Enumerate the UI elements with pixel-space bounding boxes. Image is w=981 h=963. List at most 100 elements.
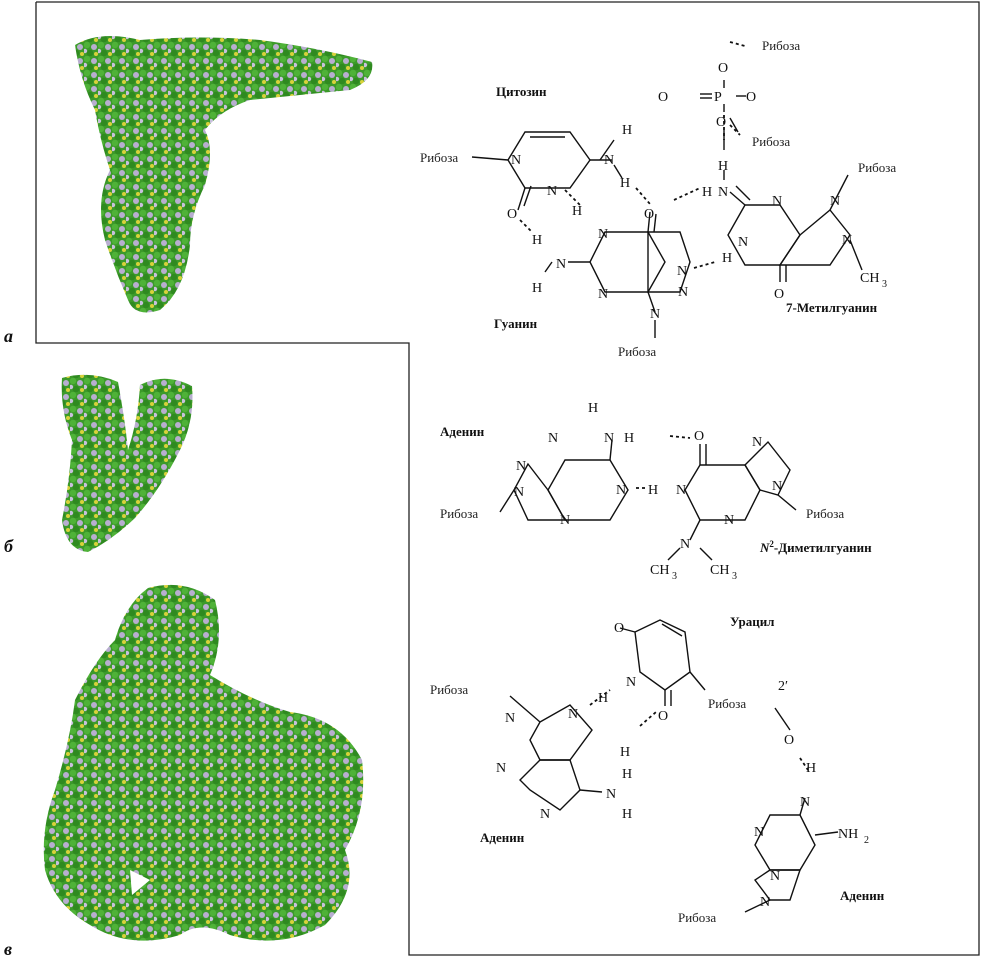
atom-subscript: 2 bbox=[864, 835, 869, 846]
atom: N bbox=[800, 795, 810, 810]
atom: H bbox=[588, 401, 598, 416]
atom: N bbox=[568, 707, 578, 722]
ribose-label: Рибоза bbox=[708, 696, 746, 711]
base-name-adenine: Аденин bbox=[440, 424, 485, 439]
atom: H bbox=[622, 123, 632, 138]
ribose-label: Рибоза bbox=[420, 150, 458, 165]
atom: N bbox=[830, 194, 840, 209]
atom: N bbox=[738, 235, 748, 250]
atom: N bbox=[604, 431, 614, 446]
atom: N bbox=[626, 675, 636, 690]
atom: O bbox=[694, 429, 704, 444]
base-name-guanine: Гуанин bbox=[494, 316, 538, 331]
atom: O bbox=[746, 90, 756, 105]
atom: NH bbox=[838, 827, 858, 842]
atom: N bbox=[676, 483, 686, 498]
atom: H bbox=[572, 204, 582, 219]
rna-model-c bbox=[43, 584, 364, 941]
atom: O bbox=[784, 733, 794, 748]
atom: H bbox=[622, 767, 632, 782]
atom: N bbox=[556, 257, 566, 272]
atom: H bbox=[622, 807, 632, 822]
atom: P bbox=[714, 90, 722, 105]
atom: CH bbox=[650, 563, 669, 578]
panel-label-c: в bbox=[4, 939, 12, 959]
atom: N bbox=[760, 895, 770, 910]
atom: N bbox=[770, 869, 780, 884]
trna-model-a bbox=[75, 36, 373, 313]
atom: N bbox=[678, 285, 688, 300]
atom: N bbox=[514, 485, 524, 500]
ribose-label: Рибоза bbox=[858, 160, 896, 175]
atom: CH bbox=[860, 271, 879, 286]
atom: N bbox=[598, 227, 608, 242]
base-name-uracil: Урацил bbox=[730, 614, 774, 629]
panel-label-a: а bbox=[4, 326, 13, 346]
atom: N bbox=[754, 825, 764, 840]
atom: N bbox=[548, 431, 558, 446]
base-pair-adenine-dimethylguanine: H N H N N N N N H N O N N N N CH 3 CH 3 … bbox=[440, 401, 872, 582]
atom: H bbox=[532, 233, 542, 248]
ribose-label: Рибоза bbox=[752, 134, 790, 149]
atom: H bbox=[532, 281, 542, 296]
atom: O bbox=[507, 207, 517, 222]
atom: H bbox=[648, 483, 658, 498]
atom-subscript: 3 bbox=[672, 571, 677, 582]
ribose-label: Рибоза bbox=[430, 682, 468, 697]
base-name-cytosine: Цитозин bbox=[496, 84, 547, 99]
atom: O bbox=[644, 207, 654, 222]
atom: N bbox=[718, 185, 728, 200]
panel-label-b: б bbox=[4, 536, 14, 556]
ribose-label: Рибоза bbox=[806, 506, 844, 521]
base-name-adenine: Аденин bbox=[840, 888, 885, 903]
atom: N bbox=[752, 435, 762, 450]
atom: O bbox=[716, 115, 726, 130]
trna-model-b bbox=[61, 374, 193, 552]
base-name-dimethylguanine: N2-Диметилгуанин bbox=[759, 539, 872, 555]
atom: 2′ bbox=[778, 679, 788, 694]
atom: O bbox=[718, 61, 728, 76]
atom: N bbox=[842, 233, 852, 248]
atom: O bbox=[658, 90, 668, 105]
atom: H bbox=[624, 431, 634, 446]
atom: N bbox=[724, 513, 734, 528]
atom: H bbox=[806, 761, 816, 776]
panel-frames bbox=[35, 1, 980, 956]
atom: N bbox=[496, 761, 506, 776]
atom-subscript: 3 bbox=[732, 571, 737, 582]
base-name-7-methylguanine: 7-Метилгуанин bbox=[786, 300, 878, 315]
atom: H bbox=[722, 251, 732, 266]
atom: N bbox=[680, 537, 690, 552]
atom: N bbox=[616, 483, 626, 498]
atom: H bbox=[620, 745, 630, 760]
atom: N bbox=[516, 459, 526, 474]
atom: O bbox=[774, 287, 784, 302]
atom: N bbox=[650, 307, 660, 322]
atom: N bbox=[511, 153, 521, 168]
atom: N bbox=[772, 194, 782, 209]
atom: N bbox=[598, 287, 608, 302]
atom: O bbox=[614, 621, 624, 636]
atom: H bbox=[598, 691, 608, 706]
atom: N bbox=[677, 264, 687, 279]
atom: H bbox=[620, 176, 630, 191]
atom: H bbox=[718, 159, 728, 174]
base-name-adenine: Аденин bbox=[480, 830, 525, 845]
atom: N bbox=[540, 807, 550, 822]
base-triple-adenine-uracil-adenine: O N H O 2′ O H N N NH 2 N N N N H N H H … bbox=[430, 614, 885, 925]
base-triple-cytosine-guanine-methylguanine: N N N H H O H O N H N H N N N N H H N H … bbox=[420, 38, 896, 359]
ribose-label: Рибоза bbox=[618, 344, 656, 359]
atom: CH bbox=[710, 563, 729, 578]
atom: N bbox=[604, 153, 614, 168]
ribose-label: Рибоза bbox=[440, 506, 478, 521]
atom: N bbox=[560, 513, 570, 528]
atom: H bbox=[702, 185, 712, 200]
atom: N bbox=[547, 184, 557, 199]
ribose-label: Рибоза bbox=[678, 910, 716, 925]
atom: N bbox=[772, 479, 782, 494]
ribose-label: Рибоза bbox=[762, 38, 800, 53]
atom: O bbox=[658, 709, 668, 724]
atom-subscript: 3 bbox=[882, 279, 887, 290]
atom: N bbox=[606, 787, 616, 802]
